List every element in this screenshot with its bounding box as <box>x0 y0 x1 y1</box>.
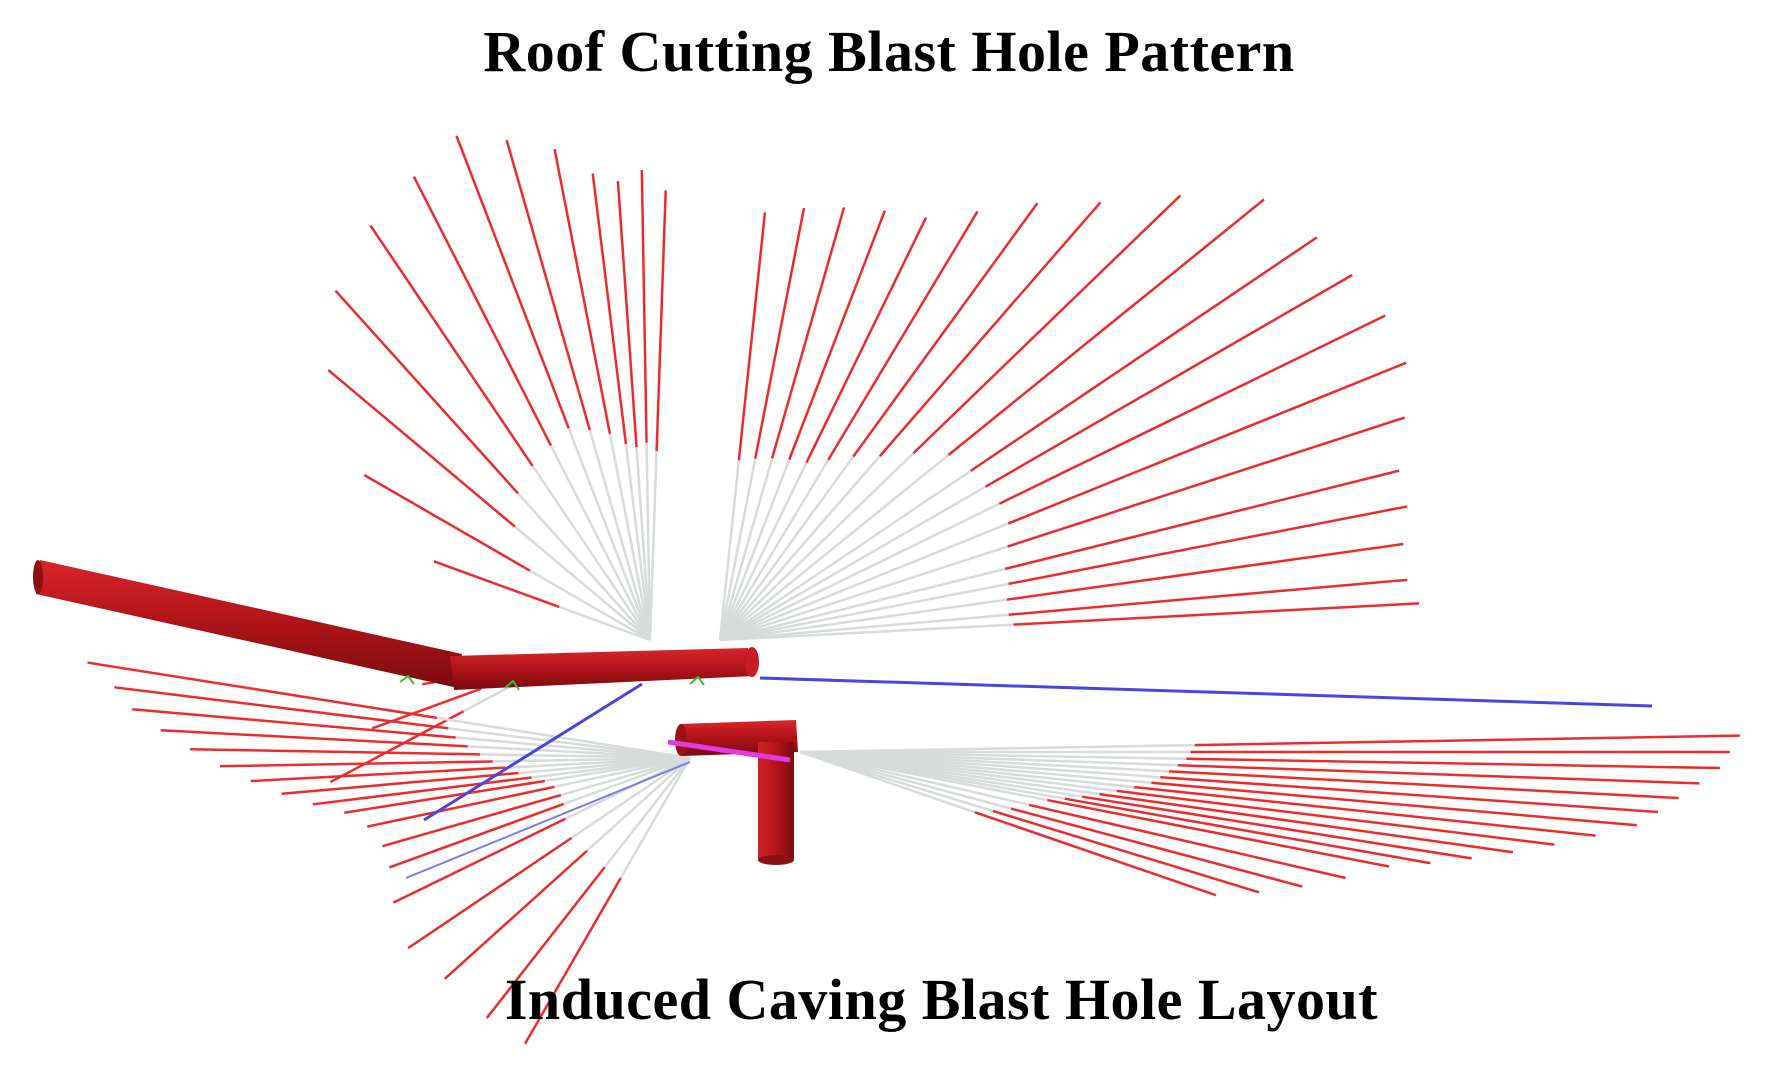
blast-hole <box>799 750 1217 897</box>
blast-hole <box>719 236 1318 642</box>
blast-hole <box>363 473 651 642</box>
upper-drift-end <box>745 647 759 677</box>
blast-hole <box>344 756 691 814</box>
blast-hole <box>369 224 652 641</box>
lower-drift-end <box>675 724 687 756</box>
inclined-drift <box>36 560 462 688</box>
blast-hole <box>719 416 1406 642</box>
blast-hole <box>718 207 806 641</box>
blast-hole <box>407 756 691 950</box>
blast-hole <box>553 148 652 641</box>
drift-tunnels <box>33 560 798 865</box>
blast-hole <box>719 194 1182 641</box>
blast-hole <box>443 757 691 980</box>
blast-hole <box>799 750 1303 888</box>
blast-hole <box>455 135 652 641</box>
drift-anchors <box>399 674 705 691</box>
blast-hole <box>485 757 691 1019</box>
blast-hole <box>640 170 652 641</box>
blast-hole <box>799 750 1346 880</box>
upper-drift <box>450 648 754 690</box>
blast-hole <box>718 217 928 641</box>
blast-hole <box>719 314 1386 642</box>
vertical-shaft-end <box>758 855 794 865</box>
blast-hole <box>718 210 887 641</box>
magenta-marker <box>667 739 791 763</box>
blast-hole <box>132 707 691 760</box>
blast-hole <box>616 181 652 641</box>
blast-hole <box>719 201 1102 641</box>
blast-hole <box>591 173 652 641</box>
blast-hole <box>366 756 691 828</box>
blast-hole <box>505 139 652 641</box>
blast-hole <box>719 361 1407 642</box>
induced-caving-fan <box>87 661 1740 1045</box>
guide-line-lower-left <box>423 682 643 822</box>
blast-hole <box>718 212 767 641</box>
blast-hole <box>719 198 1265 641</box>
blast-hole <box>412 176 652 641</box>
blast-hole <box>719 273 1353 642</box>
blast-hole <box>718 210 979 641</box>
blast-hole <box>87 661 691 760</box>
blast-hole <box>382 756 691 848</box>
blast-hole <box>334 289 651 641</box>
induced-caving-title: Induced Caving Blast Hole Layout <box>504 967 1379 1032</box>
blast-hole <box>327 369 651 641</box>
blast-hole <box>523 757 692 1045</box>
blast-hole <box>718 207 846 641</box>
blast-hole <box>388 756 691 869</box>
inclined-drift-end <box>33 560 43 594</box>
guide-line-right <box>759 676 1653 708</box>
blast-hole <box>799 750 1514 854</box>
blast-hole <box>433 560 651 642</box>
blast-hole <box>719 469 1400 642</box>
blast-hole <box>719 542 1404 642</box>
blast-hole <box>719 578 1408 642</box>
blast-hole <box>648 190 667 641</box>
blast-hole <box>114 686 691 760</box>
roof-cutting-fan <box>327 135 1420 784</box>
blast-hole <box>718 202 1039 641</box>
roof-cutting-title: Roof Cutting Blast Hole Pattern <box>483 19 1295 84</box>
blast-hole <box>799 734 1740 754</box>
blast-hole <box>799 750 1390 868</box>
blast-hole <box>160 729 691 760</box>
guide-line-lower-left-2 <box>405 761 691 879</box>
blast-hole <box>719 505 1408 642</box>
blast-hole <box>719 602 1420 642</box>
guide-lines <box>405 676 1653 879</box>
